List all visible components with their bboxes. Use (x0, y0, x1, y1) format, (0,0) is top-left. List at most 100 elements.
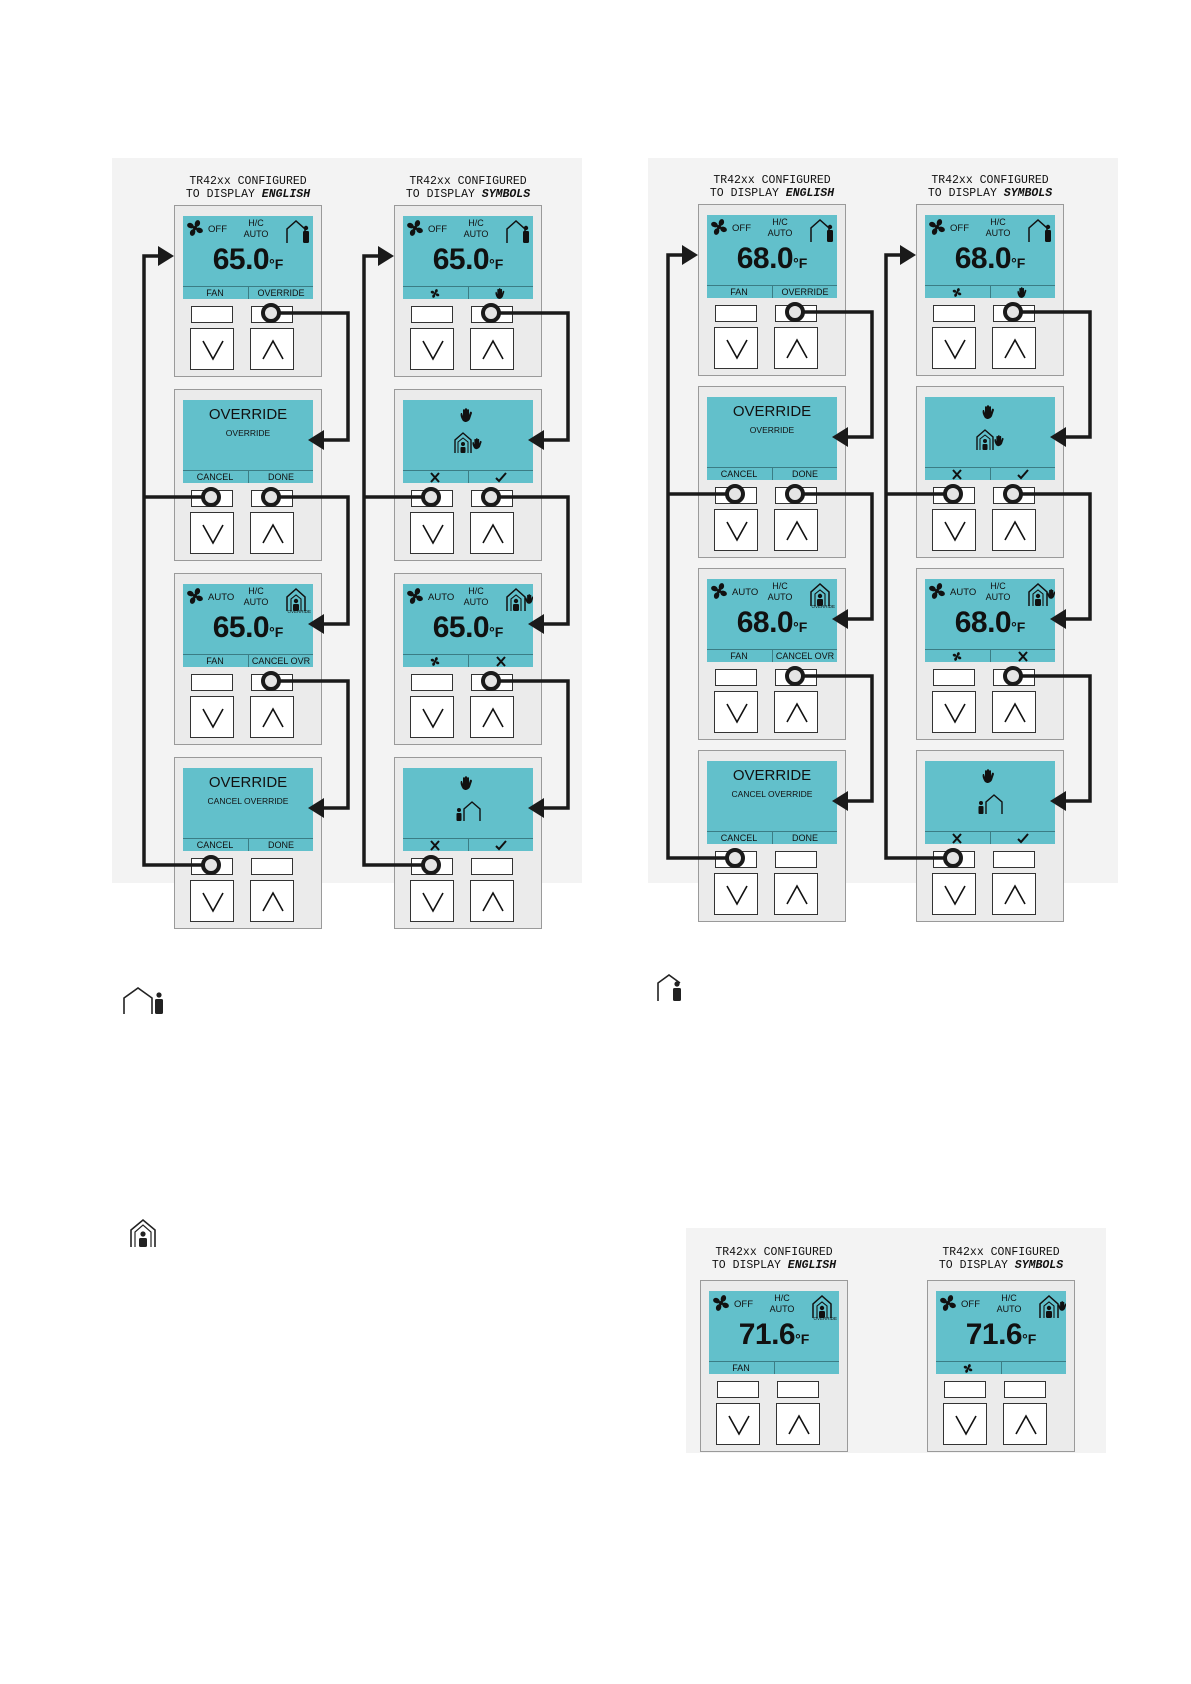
down-arrow-button[interactable] (932, 327, 976, 369)
softkey-right-button[interactable] (777, 1381, 819, 1398)
b-en-forward-flow-0 (795, 310, 874, 439)
softkey-left-button[interactable] (411, 674, 453, 691)
softkey-right-button[interactable] (775, 851, 817, 868)
a-en-pressed-right-key-2 (261, 671, 281, 691)
a-en-return-arrowhead (158, 246, 174, 266)
softkey-left-button[interactable] (191, 306, 233, 323)
softkey-left-button[interactable] (944, 1381, 986, 1398)
b-sym-forward-flow-2 (1013, 674, 1092, 803)
up-arrow-button[interactable] (470, 880, 514, 922)
up-arrow-button[interactable] (992, 327, 1036, 369)
up-arrow-button[interactable] (992, 509, 1036, 551)
softkey-labels (936, 1361, 1066, 1374)
down-arrow-button[interactable] (714, 509, 758, 551)
a-sym-pressed-left-key-1 (421, 487, 441, 507)
b-sym-forward-flow-0 (1013, 310, 1092, 439)
softkey-left-button[interactable] (933, 305, 975, 322)
up-arrow-button[interactable] (250, 696, 294, 738)
hand-icon (990, 286, 1055, 298)
up-arrow-button[interactable] (470, 328, 514, 370)
up-arrow-button[interactable] (774, 873, 818, 915)
softkey-left-button[interactable] (715, 669, 757, 686)
softkey-left-button[interactable] (717, 1381, 759, 1398)
down-arrow-button[interactable] (190, 328, 234, 370)
down-arrow-button[interactable] (714, 691, 758, 733)
softkey-left-button[interactable] (191, 674, 233, 691)
title-line2: TO DISPLAY SYMBOLS (938, 1259, 1064, 1272)
up-arrow-button[interactable] (992, 691, 1036, 733)
softkey-left-label: CANCEL (196, 840, 234, 850)
temperature-readout: 68.0°F (925, 606, 1055, 640)
softkey-right-button[interactable] (251, 858, 293, 875)
down-arrow-button[interactable] (410, 696, 454, 738)
arrow-up-icon (786, 520, 808, 541)
b-en-forward-arrowhead-1 (832, 609, 848, 629)
down-arrow-button[interactable] (190, 880, 234, 922)
down-arrow-button[interactable] (932, 873, 976, 915)
softkey-left-button[interactable] (411, 306, 453, 323)
hc-auto-label: AUTO (985, 592, 1011, 602)
arrow-up-icon (786, 338, 808, 359)
softkey-right-button[interactable] (993, 851, 1035, 868)
fan-mode-text: OFF (950, 223, 969, 234)
down-arrow-button[interactable] (714, 873, 758, 915)
down-arrow-button[interactable] (932, 691, 976, 733)
up-arrow-button[interactable] (470, 696, 514, 738)
softkey-right-button[interactable] (1004, 1381, 1046, 1398)
down-arrow-button[interactable] (410, 880, 454, 922)
up-arrow-button[interactable] (250, 512, 294, 554)
softkey-left-label: CANCEL (720, 833, 758, 843)
title-line2: TO DISPLAY ENGLISH (711, 1259, 837, 1272)
hc-label: H/C (772, 217, 788, 227)
b-en-pressed-left-key-1 (725, 484, 745, 504)
down-arrow-button[interactable] (932, 509, 976, 551)
softkey-labels (403, 838, 533, 851)
a-sym-pressed-right-key-1 (481, 487, 501, 507)
arrow-up-icon (482, 891, 504, 912)
down-arrow-button[interactable] (714, 327, 758, 369)
softkey-labels: FAN (709, 1361, 839, 1374)
fan-icon (185, 218, 205, 238)
arrow-down-icon (726, 339, 748, 360)
softkey-left-button[interactable] (933, 669, 975, 686)
up-arrow-button[interactable] (776, 1403, 820, 1445)
up-arrow-button[interactable] (250, 880, 294, 922)
title-line2: TO DISPLAY SYMBOLS (405, 188, 531, 201)
down-arrow-button[interactable] (410, 328, 454, 370)
hc-auto-label: AUTO (767, 228, 793, 238)
up-arrow-button[interactable] (470, 512, 514, 554)
message-title: OVERRIDE (732, 403, 812, 420)
arrow-up-icon (1004, 702, 1026, 723)
up-arrow-button[interactable] (250, 328, 294, 370)
up-arrow-button[interactable] (1003, 1403, 1047, 1445)
down-arrow-button[interactable] (410, 512, 454, 554)
softkey-right-button[interactable] (471, 858, 513, 875)
down-arrow-button[interactable] (190, 696, 234, 738)
arrow-down-icon (728, 1415, 750, 1436)
message-subtitle: OVERRIDE (225, 428, 271, 438)
down-arrow-button[interactable] (943, 1403, 987, 1445)
title-line1: TR42xx CONFIGURED (715, 1246, 833, 1259)
down-arrow-button[interactable] (190, 512, 234, 554)
softkey-left-button[interactable] (715, 305, 757, 322)
down-arrow-button[interactable] (716, 1403, 760, 1445)
message-title: OVERRIDE (208, 774, 288, 791)
title-line1: TR42xx CONFIGURED (942, 1246, 1060, 1259)
up-arrow-button[interactable] (774, 509, 818, 551)
message-subtitle: CANCEL OVERRIDE (731, 789, 813, 799)
b-en-return-flow (666, 253, 735, 860)
up-arrow-button[interactable] (992, 873, 1036, 915)
up-arrow-button[interactable] (774, 691, 818, 733)
up-arrow-button[interactable] (774, 327, 818, 369)
a-sym-pressed-right-key-0 (481, 303, 501, 323)
